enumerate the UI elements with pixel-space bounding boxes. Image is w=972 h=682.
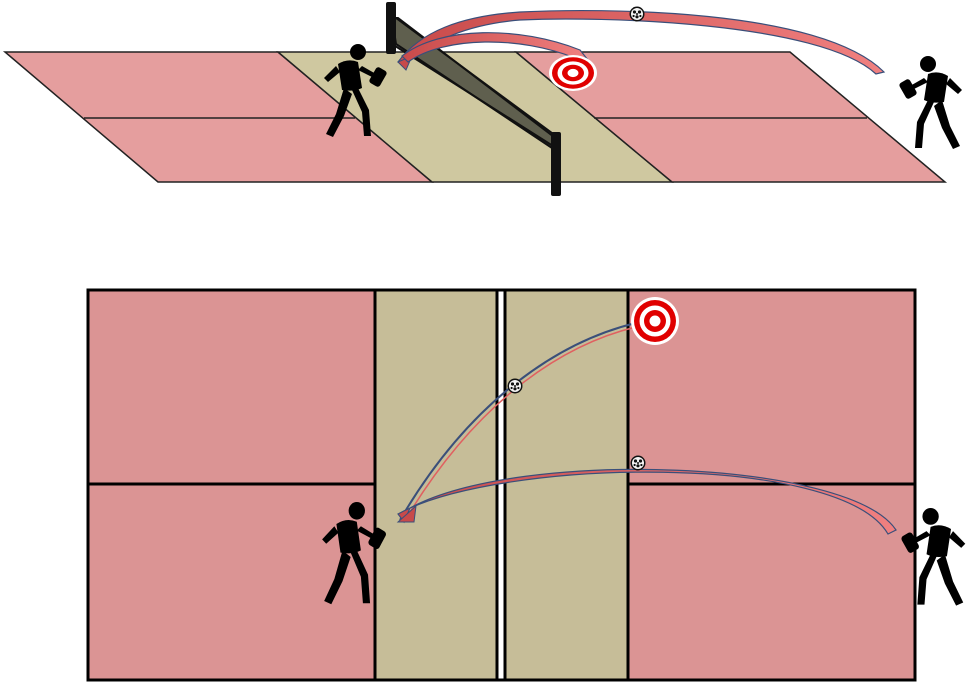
bullseye-target-icon <box>631 297 679 345</box>
topdown-court <box>86 288 966 682</box>
right-court-area <box>513 51 948 183</box>
right-kitchen <box>505 290 628 680</box>
pickleball-icon <box>630 455 646 471</box>
net-icon <box>386 2 561 196</box>
net-gap <box>497 290 505 680</box>
perspective-court <box>2 2 962 196</box>
player-right-icon <box>898 56 962 149</box>
bullseye-target-icon <box>549 55 597 91</box>
pickleball-icon <box>629 6 645 22</box>
pickleball-icon <box>507 378 523 394</box>
shot-trail-cross-topdown <box>397 468 897 535</box>
